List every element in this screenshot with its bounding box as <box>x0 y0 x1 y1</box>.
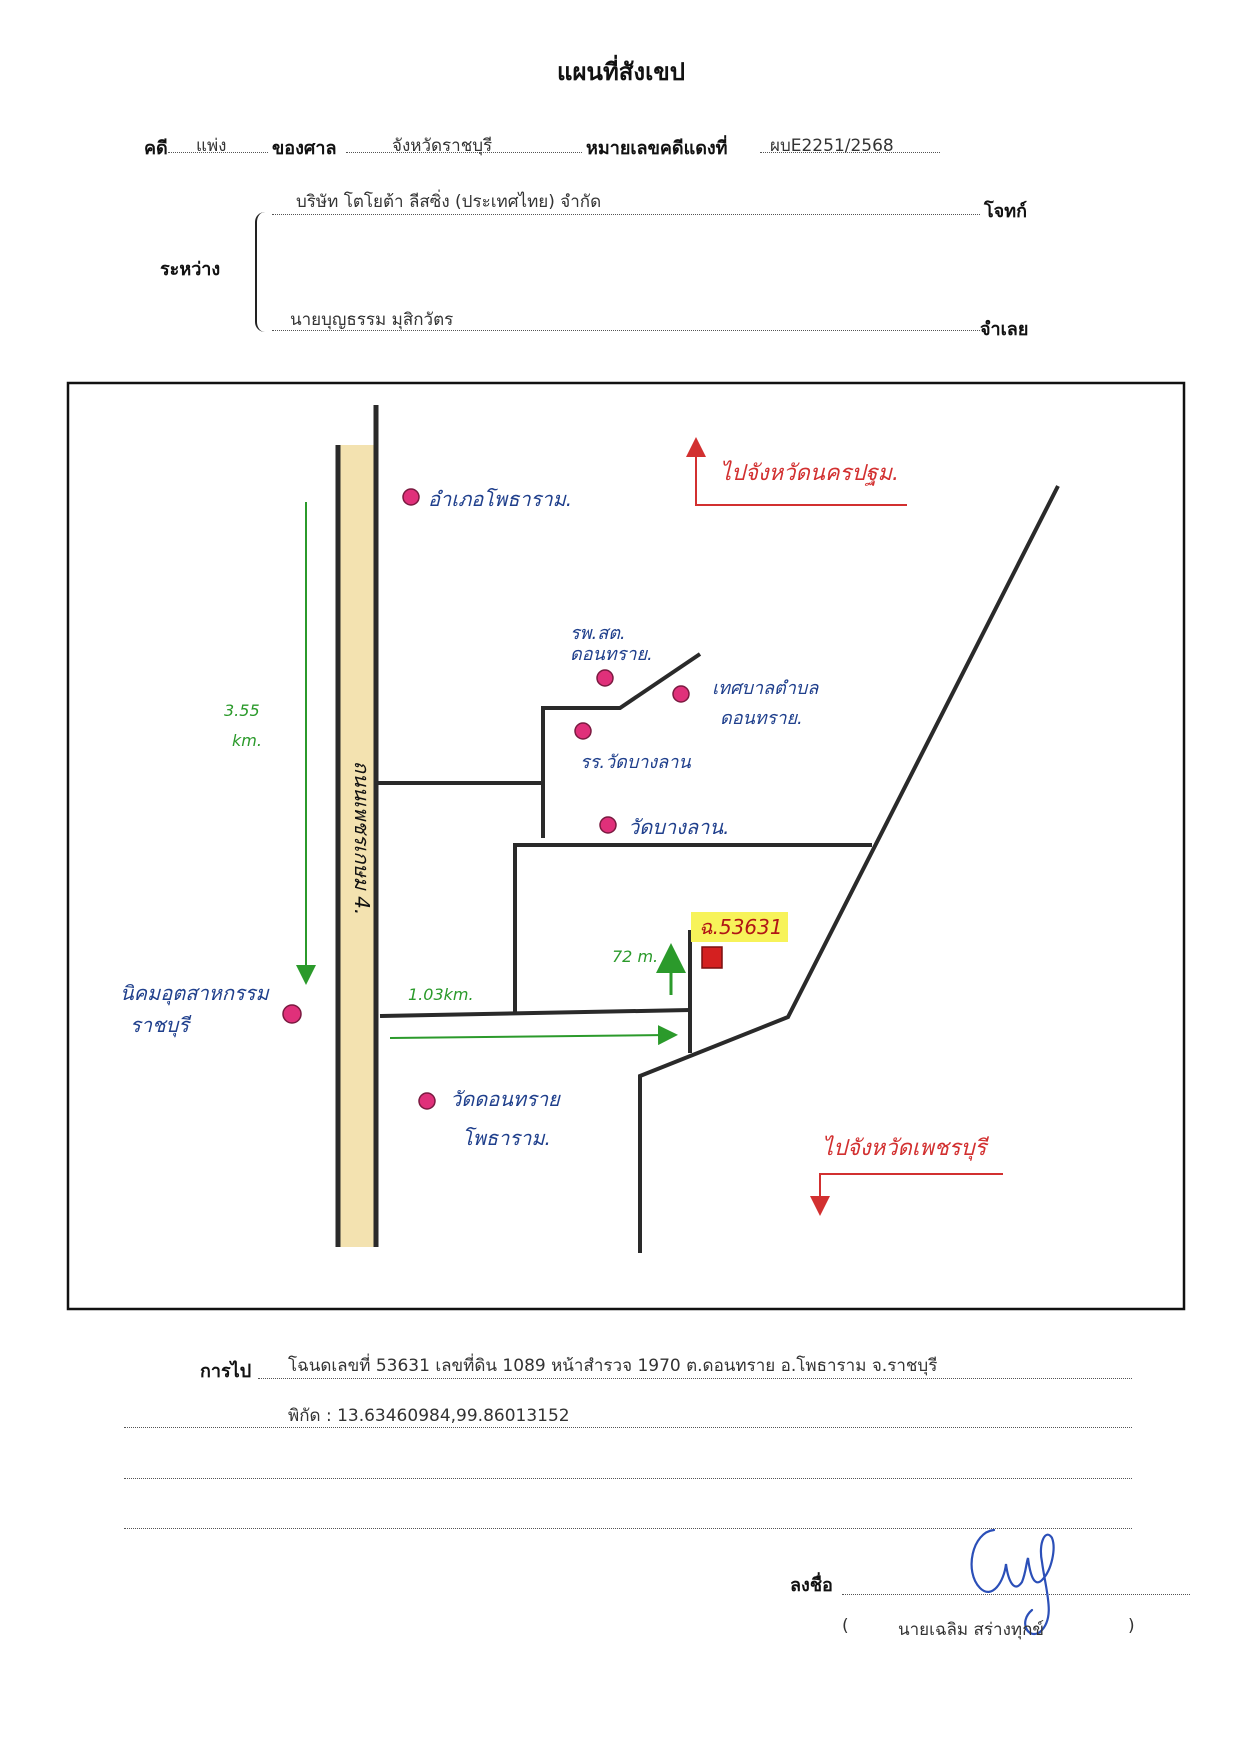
signer-open-paren: ( <box>842 1616 849 1636</box>
label-industrial-estate-2: ราชบุรี <box>130 1013 192 1038</box>
defendant-dots <box>272 330 980 331</box>
signature <box>970 1528 1055 1635</box>
directions-label: การไป <box>200 1361 252 1382</box>
label-municipal-1: เทศบาลตำบล <box>712 678 819 699</box>
pin-district <box>402 488 420 506</box>
local-roads <box>378 485 1060 1253</box>
case-type-dots <box>168 152 268 153</box>
target-highlight <box>691 912 788 942</box>
defendant-name: นายบุญธรรม มุสิกวัตร <box>290 310 454 330</box>
directions-dots-2 <box>124 1427 1132 1428</box>
pin-school <box>574 722 592 740</box>
label-to-north: ไปจังหวัดนครปฐม. <box>720 460 899 486</box>
label-industrial-estate-1: นิคมอุตสาหกรรม <box>120 981 270 1006</box>
red-case-label: หมายเลขคดีแดงที่ <box>586 138 728 159</box>
plaintiff-name: บริษัท โตโยต้า ลีสซิ่ง (ประเทศไทย) จำกัด <box>296 192 602 212</box>
label-school: รร.วัดบางลาน <box>580 752 691 773</box>
signer-name: นายเฉลิม สร่างทุกข์ <box>898 1620 1045 1640</box>
target-marker <box>701 946 723 969</box>
label-temple-donsai-2: โพธาราม. <box>462 1126 551 1150</box>
defendant-label: จำเลย <box>980 319 1029 340</box>
label-hospital-1: รพ.สต. <box>570 623 626 644</box>
directions-dots-4 <box>124 1528 1132 1529</box>
signature-label: ลงชื่อ <box>790 1575 833 1596</box>
case-type: แพ่ง <box>196 136 227 156</box>
pin-hospital <box>596 669 614 687</box>
pin-industrial-estate <box>282 1004 302 1024</box>
party-brace <box>255 212 271 332</box>
label-hospital-2: ดอนทราย. <box>570 644 653 665</box>
court-dots <box>346 152 582 153</box>
pin-temple-banglan <box>599 816 617 834</box>
label-distance-vertical-1: 3.55 <box>224 701 260 720</box>
pin-municipal <box>672 685 690 703</box>
directions-dots-3 <box>124 1478 1132 1479</box>
court-name: จังหวัดราชบุรี <box>392 136 493 156</box>
signer-close-paren: ) <box>1128 1616 1135 1636</box>
page-title: แผนที่สังเขป <box>557 58 685 86</box>
plaintiff-dots <box>272 214 980 215</box>
distance-arrow-horizontal <box>389 1025 678 1046</box>
north-direction-arrow <box>686 437 907 506</box>
coordinates-line: พิกัด : 13.63460984,99.86013152 <box>288 1406 570 1426</box>
map-frame <box>66 381 1186 1311</box>
plaintiff-label: โจทก์ <box>984 201 1027 222</box>
label-distance-vertical-2: km. <box>232 731 262 750</box>
signature-dots <box>842 1594 1190 1595</box>
label-distance-horizontal: 1.03km. <box>408 985 474 1004</box>
red-case-dots <box>760 152 940 153</box>
south-direction-arrow <box>810 1173 1003 1216</box>
location-pins <box>282 488 690 1110</box>
between-label: ระหว่าง <box>160 259 221 280</box>
red-case-number: ผบE2251/2568 <box>770 136 894 156</box>
case-label: คดี <box>144 138 168 159</box>
label-to-south: ไปจังหวัดเพชรบุรี <box>822 1135 990 1161</box>
label-target: ฉ.53631 <box>699 915 783 939</box>
directions-line-1: โฉนดเลขที่ 53631 เลขที่ดิน 1089 หน้าสำรว… <box>288 1356 938 1376</box>
directions-dots-1 <box>258 1378 1132 1379</box>
label-temple-banglan: วัดบางลาน. <box>628 815 729 839</box>
label-municipal-2: ดอนทราย. <box>720 708 803 729</box>
pin-temple-donsai <box>418 1092 436 1110</box>
label-highway: ถนนเพชรเกษม 4. <box>350 761 374 916</box>
court-label: ของศาล <box>272 138 337 159</box>
label-district: อำเภอโพธาราม. <box>428 487 572 511</box>
label-distance-short: 72 m. <box>612 947 658 966</box>
highway-fill <box>338 445 376 1247</box>
label-temple-donsai-1: วัดดอนทราย <box>450 1087 561 1111</box>
